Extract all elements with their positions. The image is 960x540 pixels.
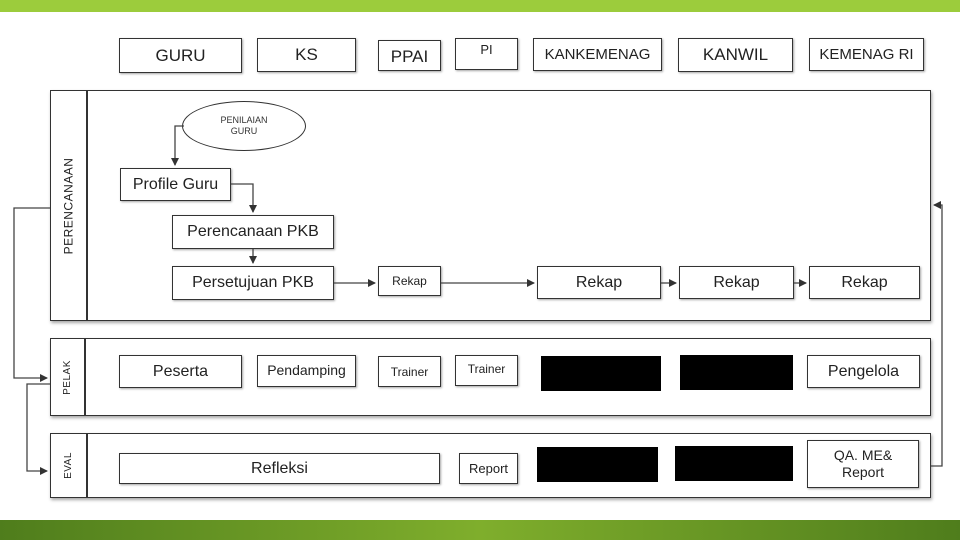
profile-guru-box: Profile Guru (120, 168, 231, 201)
trainer-pi-box: Trainer (455, 355, 518, 386)
report-box: Report (459, 453, 518, 484)
arrow-pelak-to-eval (26, 383, 50, 475)
rekap-kankemenag-box: Rekap (537, 266, 661, 299)
bottom-accent-bar (0, 520, 960, 540)
pengelola-box: Pengelola (807, 355, 920, 388)
pendamping-box: Pendamping (257, 355, 356, 387)
redacted-block-eval-kankemenag (537, 447, 658, 482)
role-ks: KS (257, 38, 356, 72)
arrow-profile-to-perencanaan (231, 183, 257, 213)
role-kanwil: KANWIL (678, 38, 793, 72)
peserta-box: Peserta (119, 355, 242, 388)
arrow-penilaian-to-profile (171, 125, 184, 166)
penilaian-guru-line2: GURU (230, 126, 258, 136)
rekap-kanwil-box: Rekap (679, 266, 794, 299)
trainer-ppai-box: Trainer (378, 356, 441, 387)
rekap-kemenag-box: Rekap (809, 266, 920, 299)
refleksi-box: Refleksi (119, 453, 440, 484)
role-kemenag-ri: KEMENAG RI (809, 38, 924, 71)
penilaian-guru-line1: PENILAIAN (220, 115, 268, 125)
arrow-eval-to-perencanaan (931, 201, 943, 467)
role-ppai: PPAI (378, 40, 441, 71)
pelak-label-divider (84, 338, 86, 416)
role-pi: PI (455, 38, 518, 70)
perencanaan-pkb-box: Perencanaan PKB (172, 215, 334, 249)
role-kankemenag: KANKEMENAG (533, 38, 662, 71)
qa-line1: QA. ME& (833, 447, 893, 463)
redacted-block-eval-kanwil (675, 446, 793, 481)
eval-label-divider (86, 433, 88, 498)
persetujuan-pkb-box: Persetujuan PKB (172, 266, 334, 300)
rekap-pi-box: Rekap (378, 266, 441, 296)
qa-me-report-box: QA. ME& Report (807, 440, 919, 488)
redacted-block-pelak-kanwil (680, 355, 793, 390)
top-accent-bar (0, 0, 960, 12)
role-guru: GURU (119, 38, 242, 73)
redacted-block-pelak-kankemenag (541, 356, 661, 391)
qa-line2: Report (841, 464, 885, 480)
arrow-perencanaan-to-pelak (13, 207, 50, 382)
perencanaan-label-divider (86, 90, 88, 321)
